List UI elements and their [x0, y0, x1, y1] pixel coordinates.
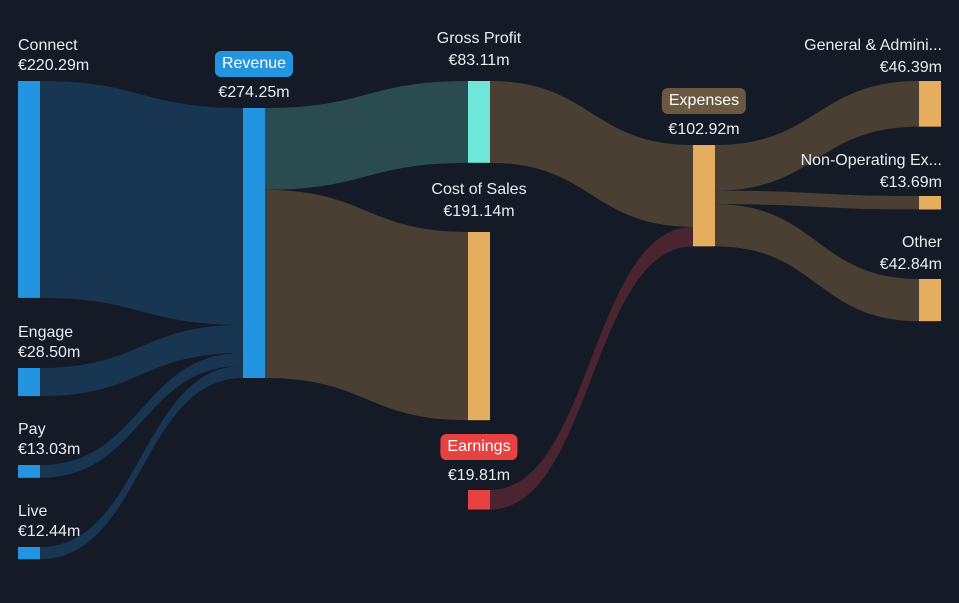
- node-cost_of_sales: [468, 232, 490, 421]
- label-gross-profit: Gross Profit€83.11m: [436, 30, 522, 69]
- link-pay-to-revenue: [40, 352, 243, 478]
- node-pay: [18, 465, 40, 478]
- node-gross_profit: [468, 81, 490, 163]
- link-revenue-to-cost_of_sales: [265, 189, 468, 421]
- node-other: [919, 279, 941, 322]
- link-engage-to-revenue: [40, 324, 243, 397]
- expenses-badge: Expenses: [661, 88, 747, 114]
- label-earnings: Earnings€19.81m: [440, 434, 518, 486]
- node-engage: [18, 368, 40, 397]
- earnings-badge: Earnings: [440, 434, 518, 460]
- node-live: [18, 547, 40, 560]
- label-pay: Pay€13.03m: [18, 421, 81, 458]
- link-live-to-revenue: [40, 365, 243, 560]
- label-engage: Engage€28.50m: [18, 324, 81, 361]
- label-live: Live€12.44m: [18, 503, 81, 540]
- label-non-operating: Non-Operating Ex...€13.69m: [800, 152, 942, 191]
- label-connect: Connect€220.29m: [18, 37, 90, 74]
- link-revenue-to-gross_profit: [265, 81, 468, 190]
- node-expenses: [693, 145, 715, 247]
- node-earnings: [468, 490, 490, 510]
- link-connect-to-revenue: [40, 81, 243, 325]
- label-general-admin: General & Admini...€46.39m: [804, 37, 942, 76]
- label-revenue: Revenue€274.25m: [214, 51, 294, 103]
- link-gross_profit-to-expenses: [490, 81, 693, 227]
- revenue-badge: Revenue: [214, 51, 294, 77]
- node-revenue: [243, 108, 265, 378]
- label-cost-of-sales: Cost of Sales€191.14m: [431, 181, 527, 220]
- label-other: Other€42.84m: [879, 234, 942, 273]
- link-expenses-to-other: [715, 204, 919, 322]
- node-connect: [18, 81, 40, 298]
- link-expenses-to-nonop: [715, 190, 919, 210]
- link-expenses-to-general: [715, 81, 919, 191]
- node-general: [919, 81, 941, 127]
- label-expenses: Expenses€102.92m: [661, 88, 747, 140]
- node-nonop: [919, 196, 941, 210]
- link-earnings-to-expenses: [490, 226, 693, 510]
